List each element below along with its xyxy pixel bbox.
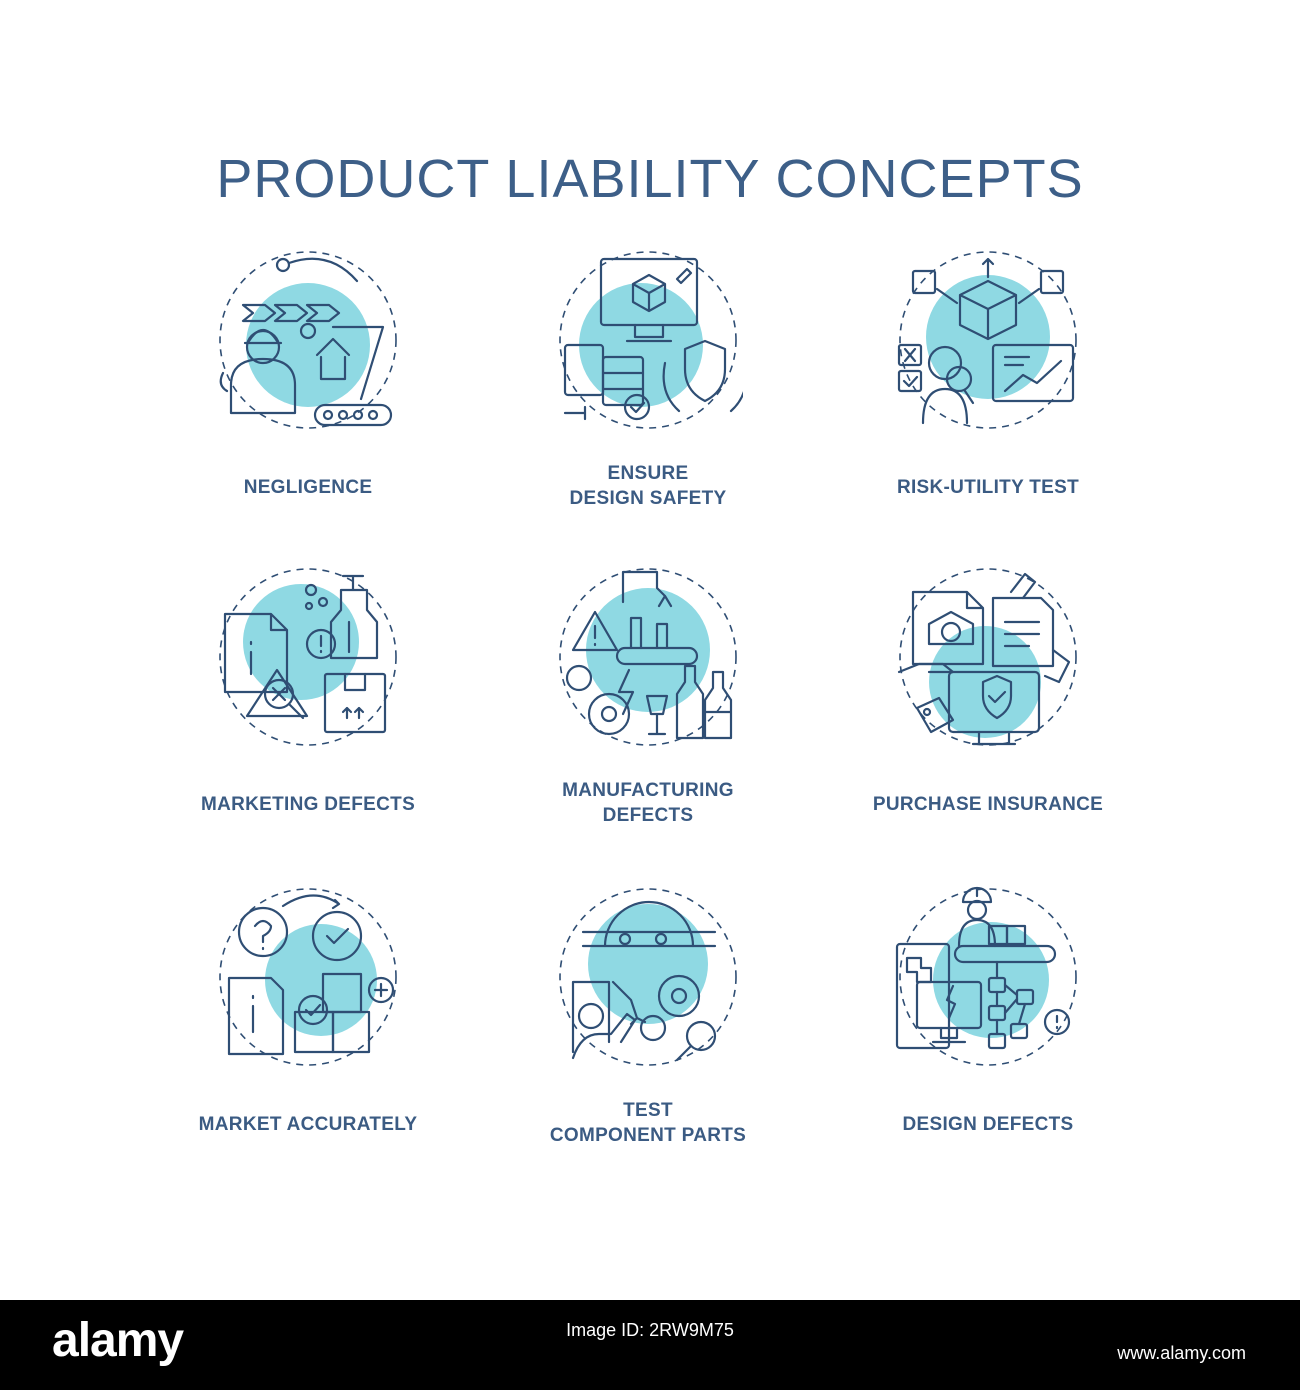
concept-card-test-components: TEST COMPONENT PARTS xyxy=(468,882,828,1146)
footer-url[interactable]: www.alamy.com xyxy=(1117,1343,1246,1363)
concept-label: MARKET ACCURATELY xyxy=(198,1114,418,1135)
market-accurately-icon xyxy=(219,888,397,1066)
design-defects-icon xyxy=(895,886,1077,1066)
design-safety-icon xyxy=(559,251,743,429)
manufacturing-defects-icon xyxy=(559,568,737,746)
alamy-logo: alamy xyxy=(52,1314,184,1367)
concept-label: MARKETING DEFECTS xyxy=(200,794,416,815)
concept-label: RISK-UTILITY TEST xyxy=(896,477,1080,498)
image-id: Image ID: 2RW9M75 xyxy=(566,1320,734,1340)
concept-card-risk-utility: RISK-UTILITY TEST xyxy=(808,245,1168,498)
purchase-insurance-icon xyxy=(897,568,1077,746)
risk-utility-icon xyxy=(897,251,1077,429)
concept-card-marketing-defects: MARKETING DEFECTS xyxy=(128,562,488,815)
concept-label: PURCHASE INSURANCE xyxy=(872,794,1104,815)
negligence-icon xyxy=(219,251,397,429)
concept-label: MANUFACTURING DEFECTS xyxy=(562,780,734,826)
concept-label: NEGLIGENCE xyxy=(243,477,373,498)
concept-label: TEST COMPONENT PARTS xyxy=(549,1100,747,1146)
concept-card-design-defects: DESIGN DEFECTS xyxy=(808,882,1168,1135)
concept-card-negligence: NEGLIGENCE xyxy=(128,245,488,498)
concept-card-purchase-insurance: PURCHASE INSURANCE xyxy=(808,562,1168,815)
page-title: PRODUCT LIABILITY CONCEPTS xyxy=(216,149,1084,209)
marketing-defects-icon xyxy=(219,568,397,746)
concept-card-manufacturing-defects: MANUFACTURING DEFECTS xyxy=(468,562,828,826)
footer-bar xyxy=(0,1300,1300,1390)
concept-card-design-safety: ENSURE DESIGN SAFETY xyxy=(468,245,828,509)
test-components-icon xyxy=(559,888,737,1066)
concept-label: DESIGN DEFECTS xyxy=(902,1114,1074,1135)
concept-card-market-accurately: MARKET ACCURATELY xyxy=(128,882,488,1135)
concept-label: ENSURE DESIGN SAFETY xyxy=(569,463,727,509)
